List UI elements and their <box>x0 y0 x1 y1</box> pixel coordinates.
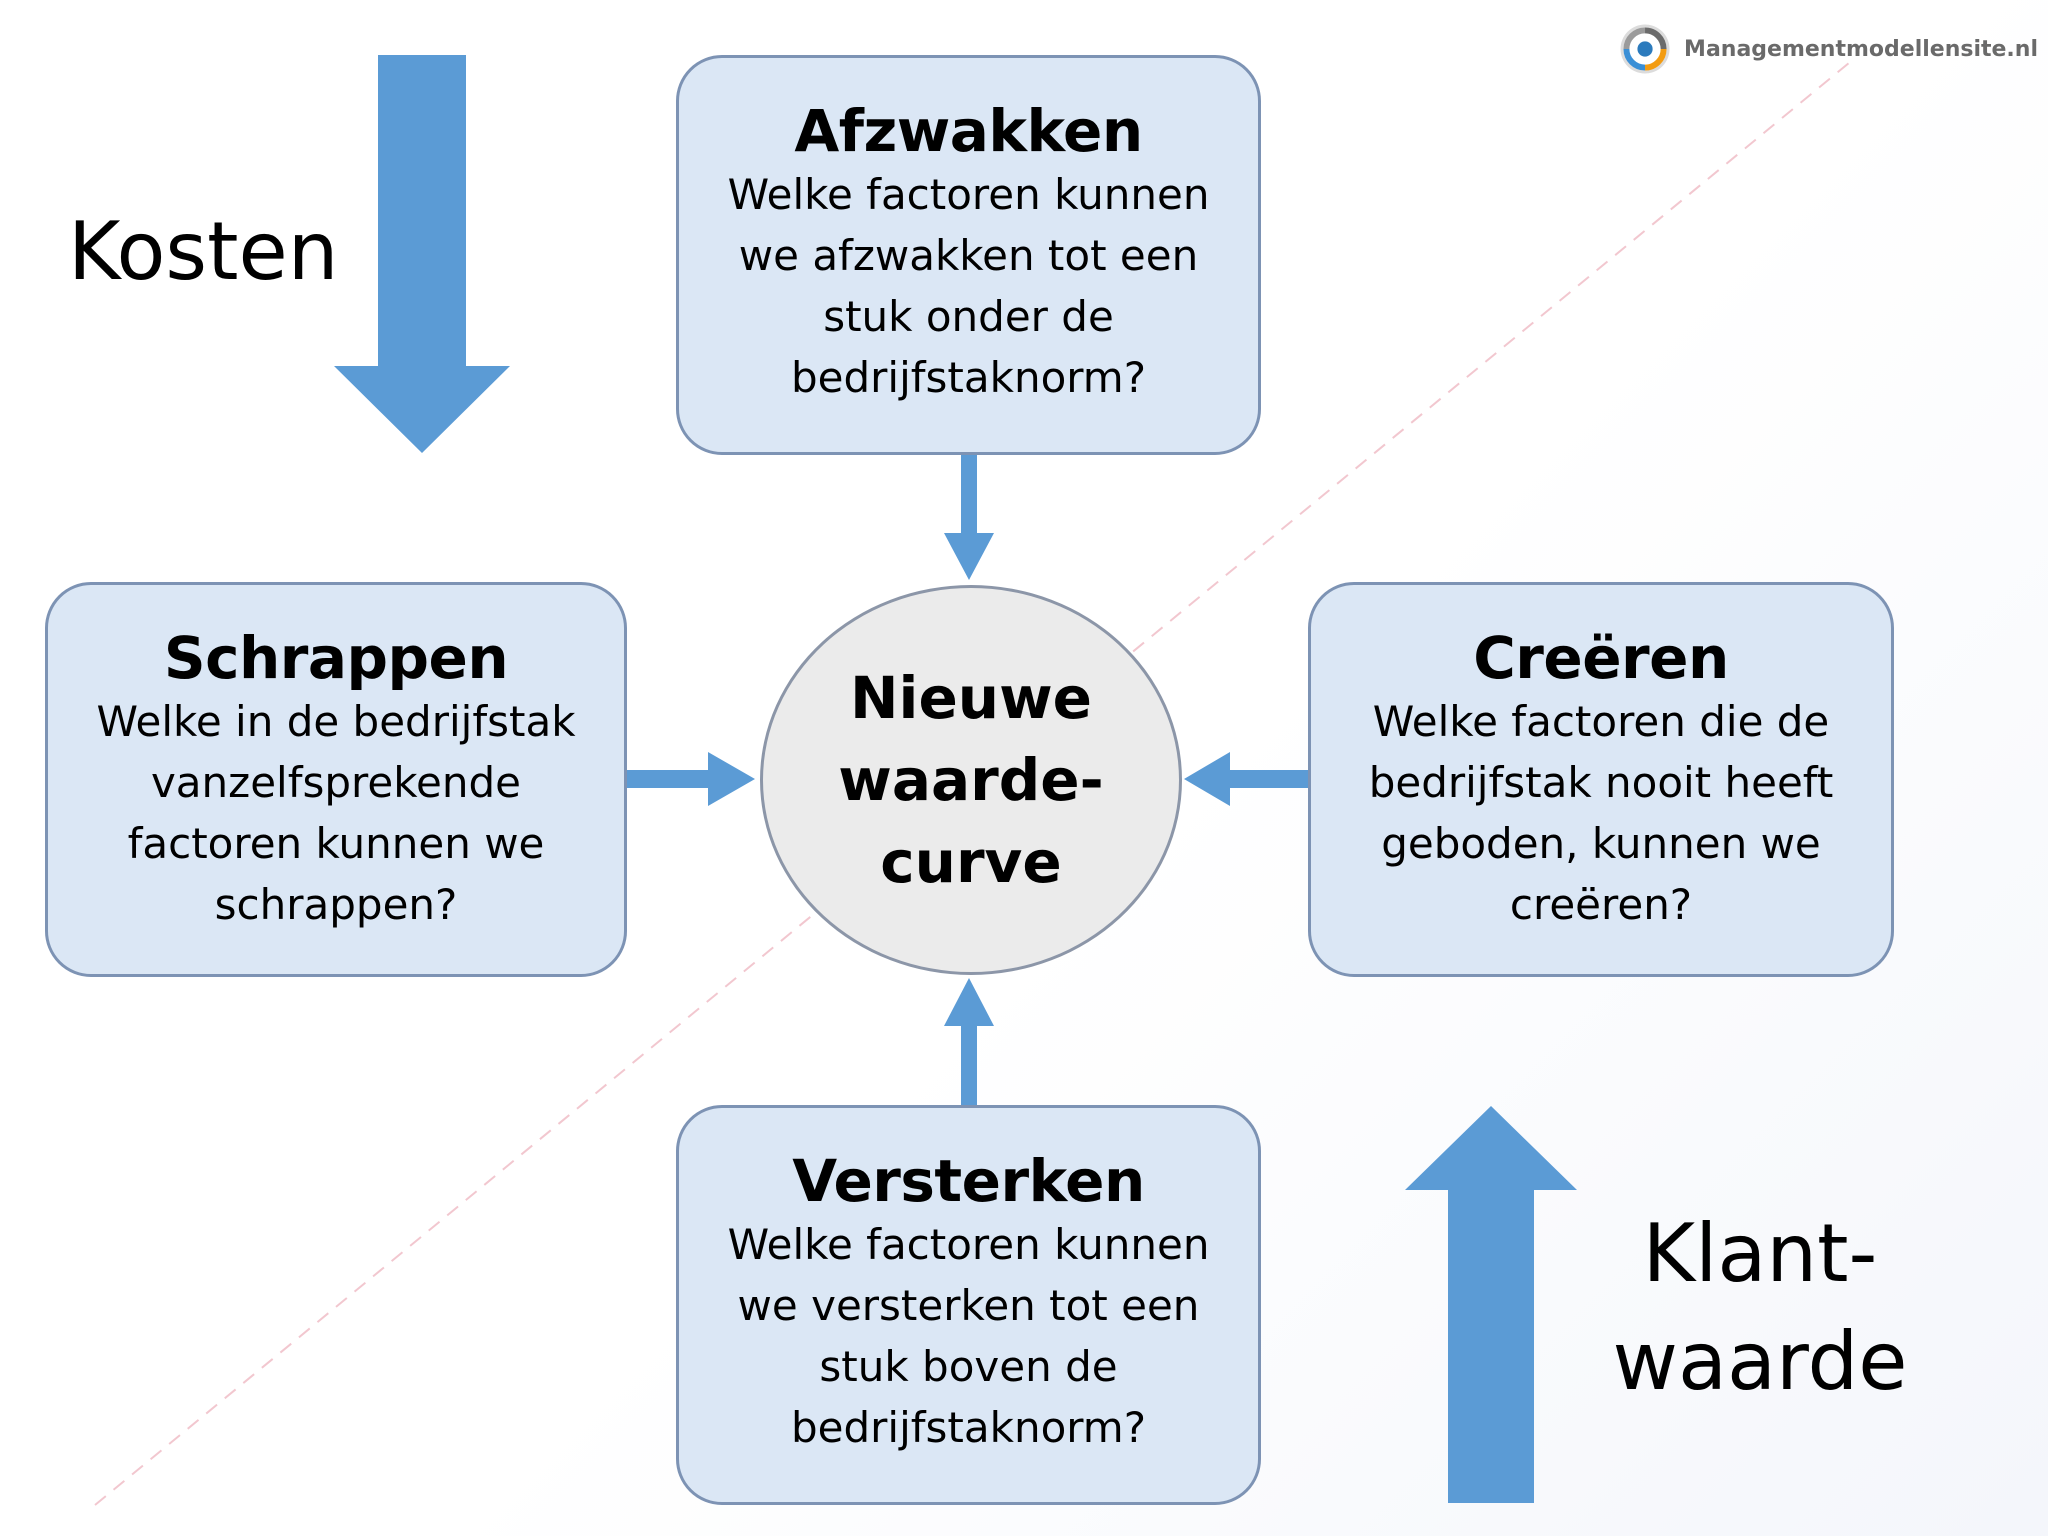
center-line: waarde- <box>838 746 1104 814</box>
box-afzwakken: Afzwakken Welke factoren kunnen we afzwa… <box>676 55 1261 455</box>
box-creeren: Creëren Welke factoren die de bedrijfsta… <box>1308 582 1894 977</box>
center-value-curve-text: Nieuwe waarde- curve <box>801 657 1141 903</box>
center-value-curve-circle: Nieuwe waarde- curve <box>760 585 1182 975</box>
customer-value-line2: waarde <box>1612 1315 1908 1408</box>
box-versterken-line: bedrijfstaknorm? <box>790 1403 1146 1452</box>
box-versterken-title: Versterken <box>792 1147 1145 1215</box>
box-afzwakken-line: we afzwakken tot een <box>738 231 1199 280</box>
customer-value-label: Klant- waarde <box>1600 1200 1920 1416</box>
box-versterken-line: we versterken tot een <box>737 1281 1200 1330</box>
site-logo: Managementmodellensite.nl <box>1618 14 2038 84</box>
box-versterken: Versterken Welke factoren kunnen we vers… <box>676 1105 1261 1505</box>
center-line: curve <box>880 828 1062 896</box>
box-creeren-line: Welke factoren die de <box>1372 697 1830 746</box>
customer-value-line1: Klant- <box>1642 1207 1878 1300</box>
box-creeren-line: bedrijfstak nooit heeft <box>1368 758 1834 807</box>
box-schrappen-line: schrappen? <box>214 880 458 929</box>
box-schrappen-line: vanzelfsprekende <box>150 758 522 807</box>
box-afzwakken-title: Afzwakken <box>794 97 1143 165</box>
box-afzwakken-line: stuk onder de <box>823 292 1114 341</box>
site-name: Managementmodellensite.nl <box>1684 36 2038 62</box>
box-afzwakken-line: Welke factoren kunnen <box>727 170 1210 219</box>
box-creeren-line: geboden, kunnen we <box>1381 819 1821 868</box>
box-versterken-text: Welke factoren kunnen we versterken tot … <box>679 1214 1258 1458</box>
managementmodellensite-logo-icon <box>1620 24 1670 74</box>
box-versterken-line: Welke factoren kunnen <box>727 1220 1210 1269</box>
box-schrappen-text: Welke in de bedrijfstak vanzelfsprekende… <box>48 691 624 935</box>
box-schrappen-line: factoren kunnen we <box>127 819 545 868</box>
box-creeren-line: creëren? <box>1509 880 1693 929</box>
box-afzwakken-text: Welke factoren kunnen we afzwakken tot e… <box>679 164 1258 408</box>
box-afzwakken-line: bedrijfstaknorm? <box>790 353 1146 402</box>
box-schrappen-line: Welke in de bedrijfstak <box>96 697 576 746</box>
center-line: Nieuwe <box>850 664 1092 732</box>
box-schrappen: Schrappen Welke in de bedrijfstak vanzel… <box>45 582 627 977</box>
box-creeren-text: Welke factoren die de bedrijfstak nooit … <box>1311 691 1891 935</box>
cost-label: Kosten <box>68 198 338 306</box>
box-creeren-title: Creëren <box>1473 624 1729 692</box>
cost-label-text: Kosten <box>68 205 339 298</box>
box-versterken-line: stuk boven de <box>819 1342 1118 1391</box>
box-schrappen-title: Schrappen <box>163 624 509 692</box>
